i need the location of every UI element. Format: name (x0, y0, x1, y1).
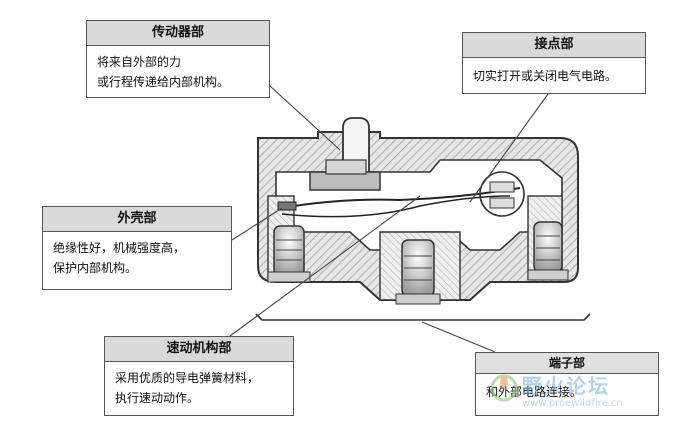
callout-contact-text: 切实打开或关闭电气电路。 (463, 58, 645, 92)
callout-case-line2: 保护内部机构。 (53, 261, 138, 275)
callout-actuator-title: 传动器部 (87, 21, 269, 46)
callout-snap-line2: 执行速动动作。 (115, 391, 200, 405)
callout-actuator-line2: 或行程传递给内部机构。 (97, 75, 230, 89)
plunger (309, 117, 381, 191)
callout-actuator-text: 将来自外部的力 或行程传递给内部机构。 (87, 46, 269, 98)
leader-lines (229, 85, 549, 353)
watermark-url: www.proewildfire.cn (522, 398, 623, 409)
callout-case: 外壳部 绝缘性好，机械强度高， 保护内部机构。 (42, 206, 232, 290)
watermark-text: 野火论坛 (522, 374, 610, 398)
callout-snap-text: 采用优质的导电弹簧材料， 执行速动动作。 (105, 362, 293, 414)
callout-contact-line1: 切实打开或关闭电气电路。 (473, 69, 618, 83)
callout-actuator: 传动器部 将来自外部的力 或行程传递给内部机构。 (86, 20, 270, 98)
callout-snap-mechanism: 速动机构部 采用优质的导电弹簧材料， 执行速动动作。 (104, 336, 294, 416)
callout-snap-line1: 采用优质的导电弹簧材料， (115, 371, 260, 385)
terminal-bracket (255, 313, 591, 321)
contact-point (479, 171, 525, 217)
callout-terminal-line1: 和外部电路连接。 (486, 385, 583, 399)
snap-spring (277, 187, 521, 218)
watermark: 野火论坛 www.proewildfire.cn (482, 368, 691, 430)
callout-contact: 接点部 切实打开或关闭电气电路。 (462, 32, 646, 94)
callout-snap-title: 速动机构部 (105, 337, 293, 362)
callout-terminal-text: 和外部电路连接。 (476, 374, 658, 408)
watermark-logo-icon (490, 374, 518, 402)
callout-terminal-title: 端子部 (476, 353, 658, 374)
terminal-screws (267, 221, 569, 305)
callout-case-text: 绝缘性好，机械强度高， 保护内部机构。 (43, 232, 231, 284)
callout-case-title: 外壳部 (43, 207, 231, 232)
callout-contact-title: 接点部 (463, 33, 645, 58)
callout-case-line1: 绝缘性好，机械强度高， (53, 241, 186, 255)
callout-actuator-line1: 将来自外部的力 (97, 55, 182, 69)
